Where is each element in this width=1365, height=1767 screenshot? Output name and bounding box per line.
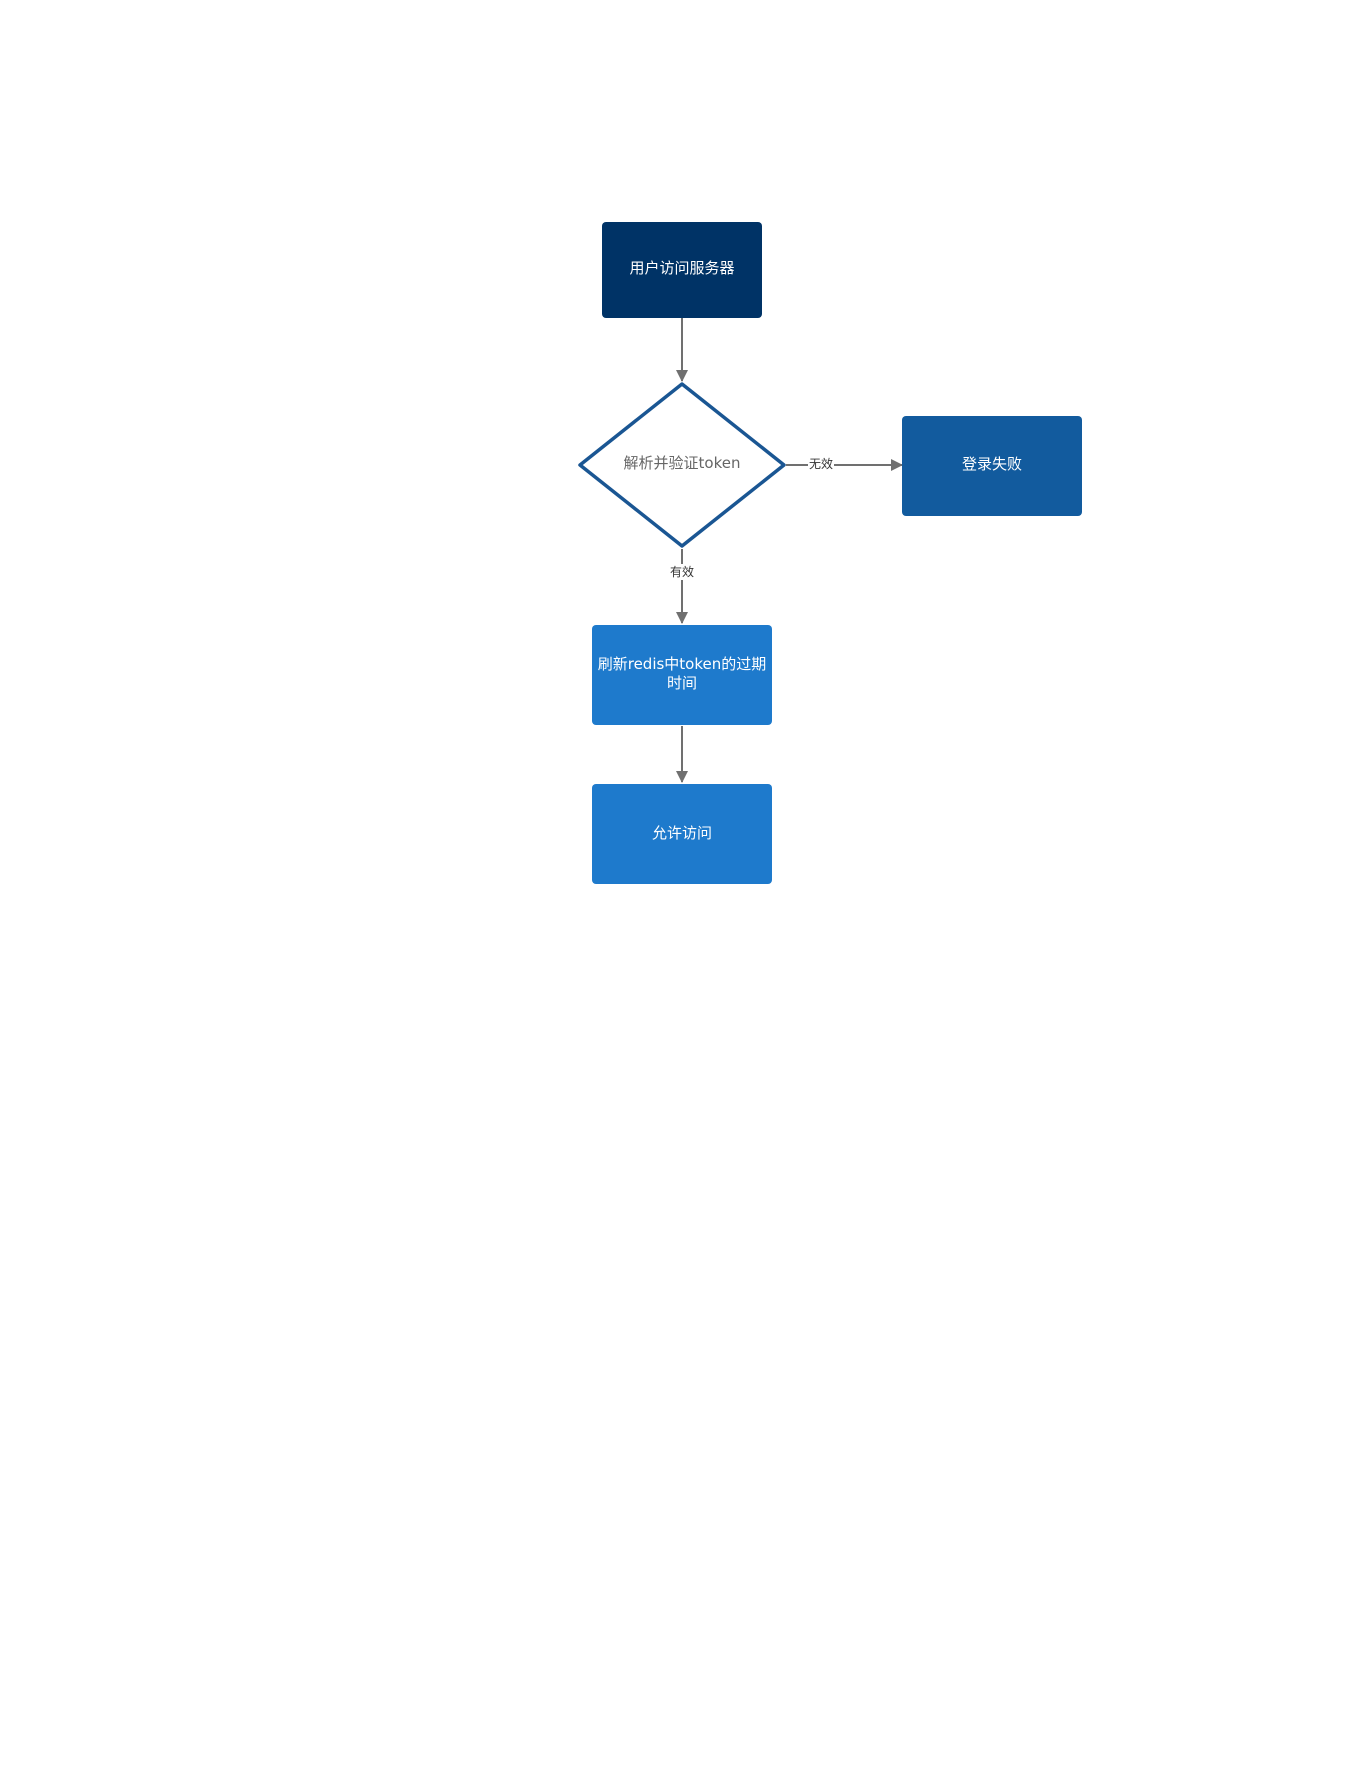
- edge-label-invalid-bg: [808, 456, 834, 472]
- node-decision-label: 解析并验证token: [624, 454, 741, 472]
- edge-label-valid: 有效: [670, 564, 694, 579]
- edge-label-valid-bg: [668, 564, 696, 580]
- node-allow-box: [592, 784, 772, 884]
- node-allow-label: 允许访问: [652, 824, 712, 842]
- node-decision-diamond: [578, 382, 786, 548]
- node-start-box: [602, 222, 762, 318]
- node-fail-label: 登录失败: [962, 455, 1022, 473]
- edge-label-invalid: 无效: [809, 456, 833, 471]
- node-refresh-label-line2: 时间: [667, 674, 697, 692]
- node-start-label: 用户访问服务器: [629, 259, 734, 277]
- node-refresh-box: [592, 625, 772, 725]
- node-refresh-label-line1: 刷新redis中token的过期: [598, 655, 767, 673]
- node-fail-box: [902, 416, 1082, 516]
